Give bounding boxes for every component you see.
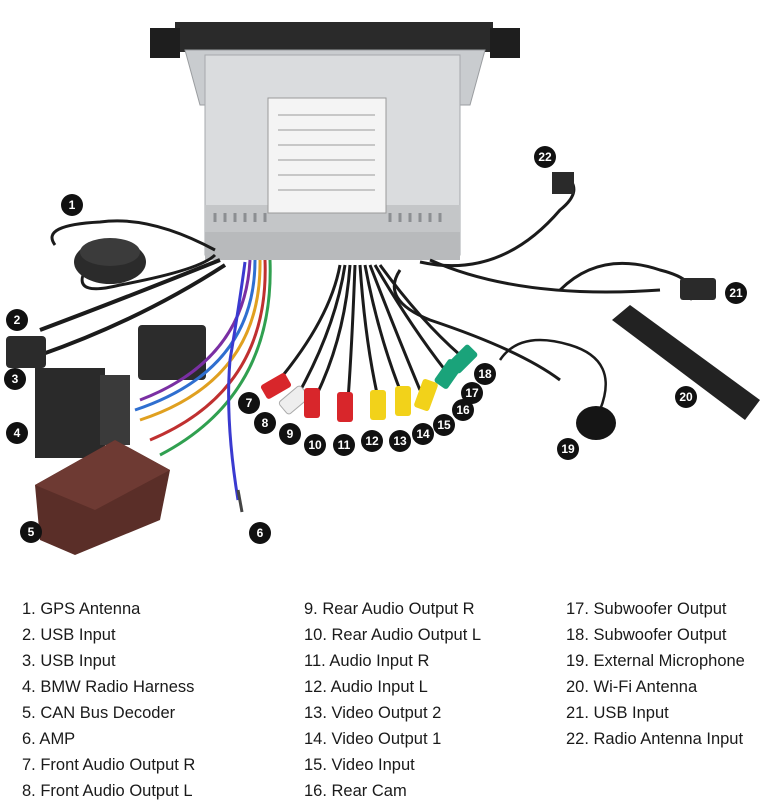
badge-2: 2 (6, 309, 28, 331)
badge-12: 12 (361, 430, 383, 452)
legend-item-11: 11. Audio Input R (304, 652, 430, 670)
badge-3: 3 (4, 368, 26, 390)
legend-item-19: 19. External Microphone (566, 652, 745, 670)
legend-item-12: 12. Audio Input L (304, 678, 428, 696)
badge-17: 17 (461, 382, 483, 404)
svg-text:22: 22 (538, 150, 552, 164)
wiring-diagram: 1 2 3 4 5 6 7 8 9 10 11 12 13 14 15 16 1… (4, 22, 760, 555)
legend-item-7: 7. Front Audio Output R (22, 756, 196, 774)
legend-item-5: 5. CAN Bus Decoder (22, 704, 176, 722)
svg-text:3: 3 (12, 372, 19, 386)
badge-19: 19 (557, 438, 579, 460)
svg-text:15: 15 (437, 418, 451, 432)
badge-21: 21 (725, 282, 747, 304)
legend-item-2: 2. USB Input (22, 626, 116, 644)
svg-text:2: 2 (14, 313, 21, 327)
svg-text:14: 14 (416, 427, 430, 441)
usb-cables (6, 258, 227, 368)
legend-item-16: 16. Rear Cam (304, 782, 407, 800)
svg-text:16: 16 (456, 403, 470, 417)
legend-item-18: 18. Subwoofer Output (566, 626, 727, 644)
external-microphone (498, 338, 616, 440)
legend-item-14: 14. Video Output 1 (304, 730, 442, 748)
harness-box (138, 325, 206, 380)
legend-item-6: 6. AMP (22, 730, 76, 748)
svg-text:11: 11 (338, 438, 351, 452)
rca-plugs (260, 344, 478, 422)
legend-item-20: 20. Wi-Fi Antenna (566, 678, 698, 696)
badge-5: 5 (20, 521, 42, 543)
legend-item-8: 8. Front Audio Output L (22, 782, 193, 800)
legend-item-22: 22. Radio Antenna Input (566, 730, 744, 748)
head-unit (150, 22, 520, 260)
svg-text:13: 13 (393, 434, 407, 448)
bmw-radio-harness (35, 368, 130, 458)
legend-item-9: 9. Rear Audio Output R (304, 600, 475, 618)
badge-13: 13 (389, 430, 411, 452)
badge-11: 11 (333, 434, 355, 456)
svg-text:7: 7 (246, 396, 253, 410)
legend-item-3: 3. USB Input (22, 652, 116, 670)
badge-9: 9 (279, 423, 301, 445)
radio-antenna-input (552, 172, 574, 194)
badge-16: 16 (452, 399, 474, 421)
badge-10: 10 (304, 434, 326, 456)
legend-column-3: 17. Subwoofer Output 18. Subwoofer Outpu… (566, 596, 745, 752)
harness-wires (134, 259, 272, 501)
badge-14: 14 (412, 423, 434, 445)
legend-item-4: 4. BMW Radio Harness (22, 678, 195, 696)
legend-item-13: 13. Video Output 2 (304, 704, 442, 722)
svg-text:21: 21 (729, 286, 743, 300)
wifi-antenna (612, 305, 760, 420)
svg-text:8: 8 (262, 416, 269, 430)
svg-text:17: 17 (465, 386, 479, 400)
svg-text:20: 20 (679, 390, 693, 404)
svg-text:9: 9 (287, 427, 294, 441)
svg-text:12: 12 (365, 434, 379, 448)
badge-6: 6 (249, 522, 271, 544)
badge-7: 7 (238, 392, 260, 414)
legend-column-2: 9. Rear Audio Output R 10. Rear Audio Ou… (304, 596, 481, 804)
legend-item-17: 17. Subwoofer Output (566, 600, 727, 618)
svg-text:6: 6 (257, 526, 264, 540)
number-badges: 1 2 3 4 5 6 7 8 9 10 11 12 13 14 15 16 1… (4, 146, 747, 544)
usb-input-cable (558, 261, 716, 301)
legend-item-1: 1. GPS Antenna (22, 600, 141, 618)
can-bus-decoder (35, 440, 170, 555)
badge-22: 22 (534, 146, 556, 168)
svg-text:1: 1 (69, 198, 76, 212)
legend-column-1: 1. GPS Antenna 2. USB Input 3. USB Input… (22, 596, 195, 804)
svg-text:5: 5 (28, 525, 35, 539)
badge-1: 1 (61, 194, 83, 216)
badge-8: 8 (254, 412, 276, 434)
svg-text:18: 18 (478, 367, 492, 381)
legend-item-10: 10. Rear Audio Output L (304, 626, 482, 644)
badge-20: 20 (675, 386, 697, 408)
legend-item-15: 15. Video Input (304, 756, 415, 774)
svg-text:19: 19 (561, 442, 575, 456)
badge-15: 15 (433, 414, 455, 436)
badge-4: 4 (6, 422, 28, 444)
badge-18: 18 (474, 363, 496, 385)
legend-item-21: 21. USB Input (566, 704, 669, 722)
amp-wire (236, 489, 244, 513)
svg-text:4: 4 (14, 426, 21, 440)
svg-text:10: 10 (308, 438, 322, 452)
gps-antenna (50, 219, 217, 291)
